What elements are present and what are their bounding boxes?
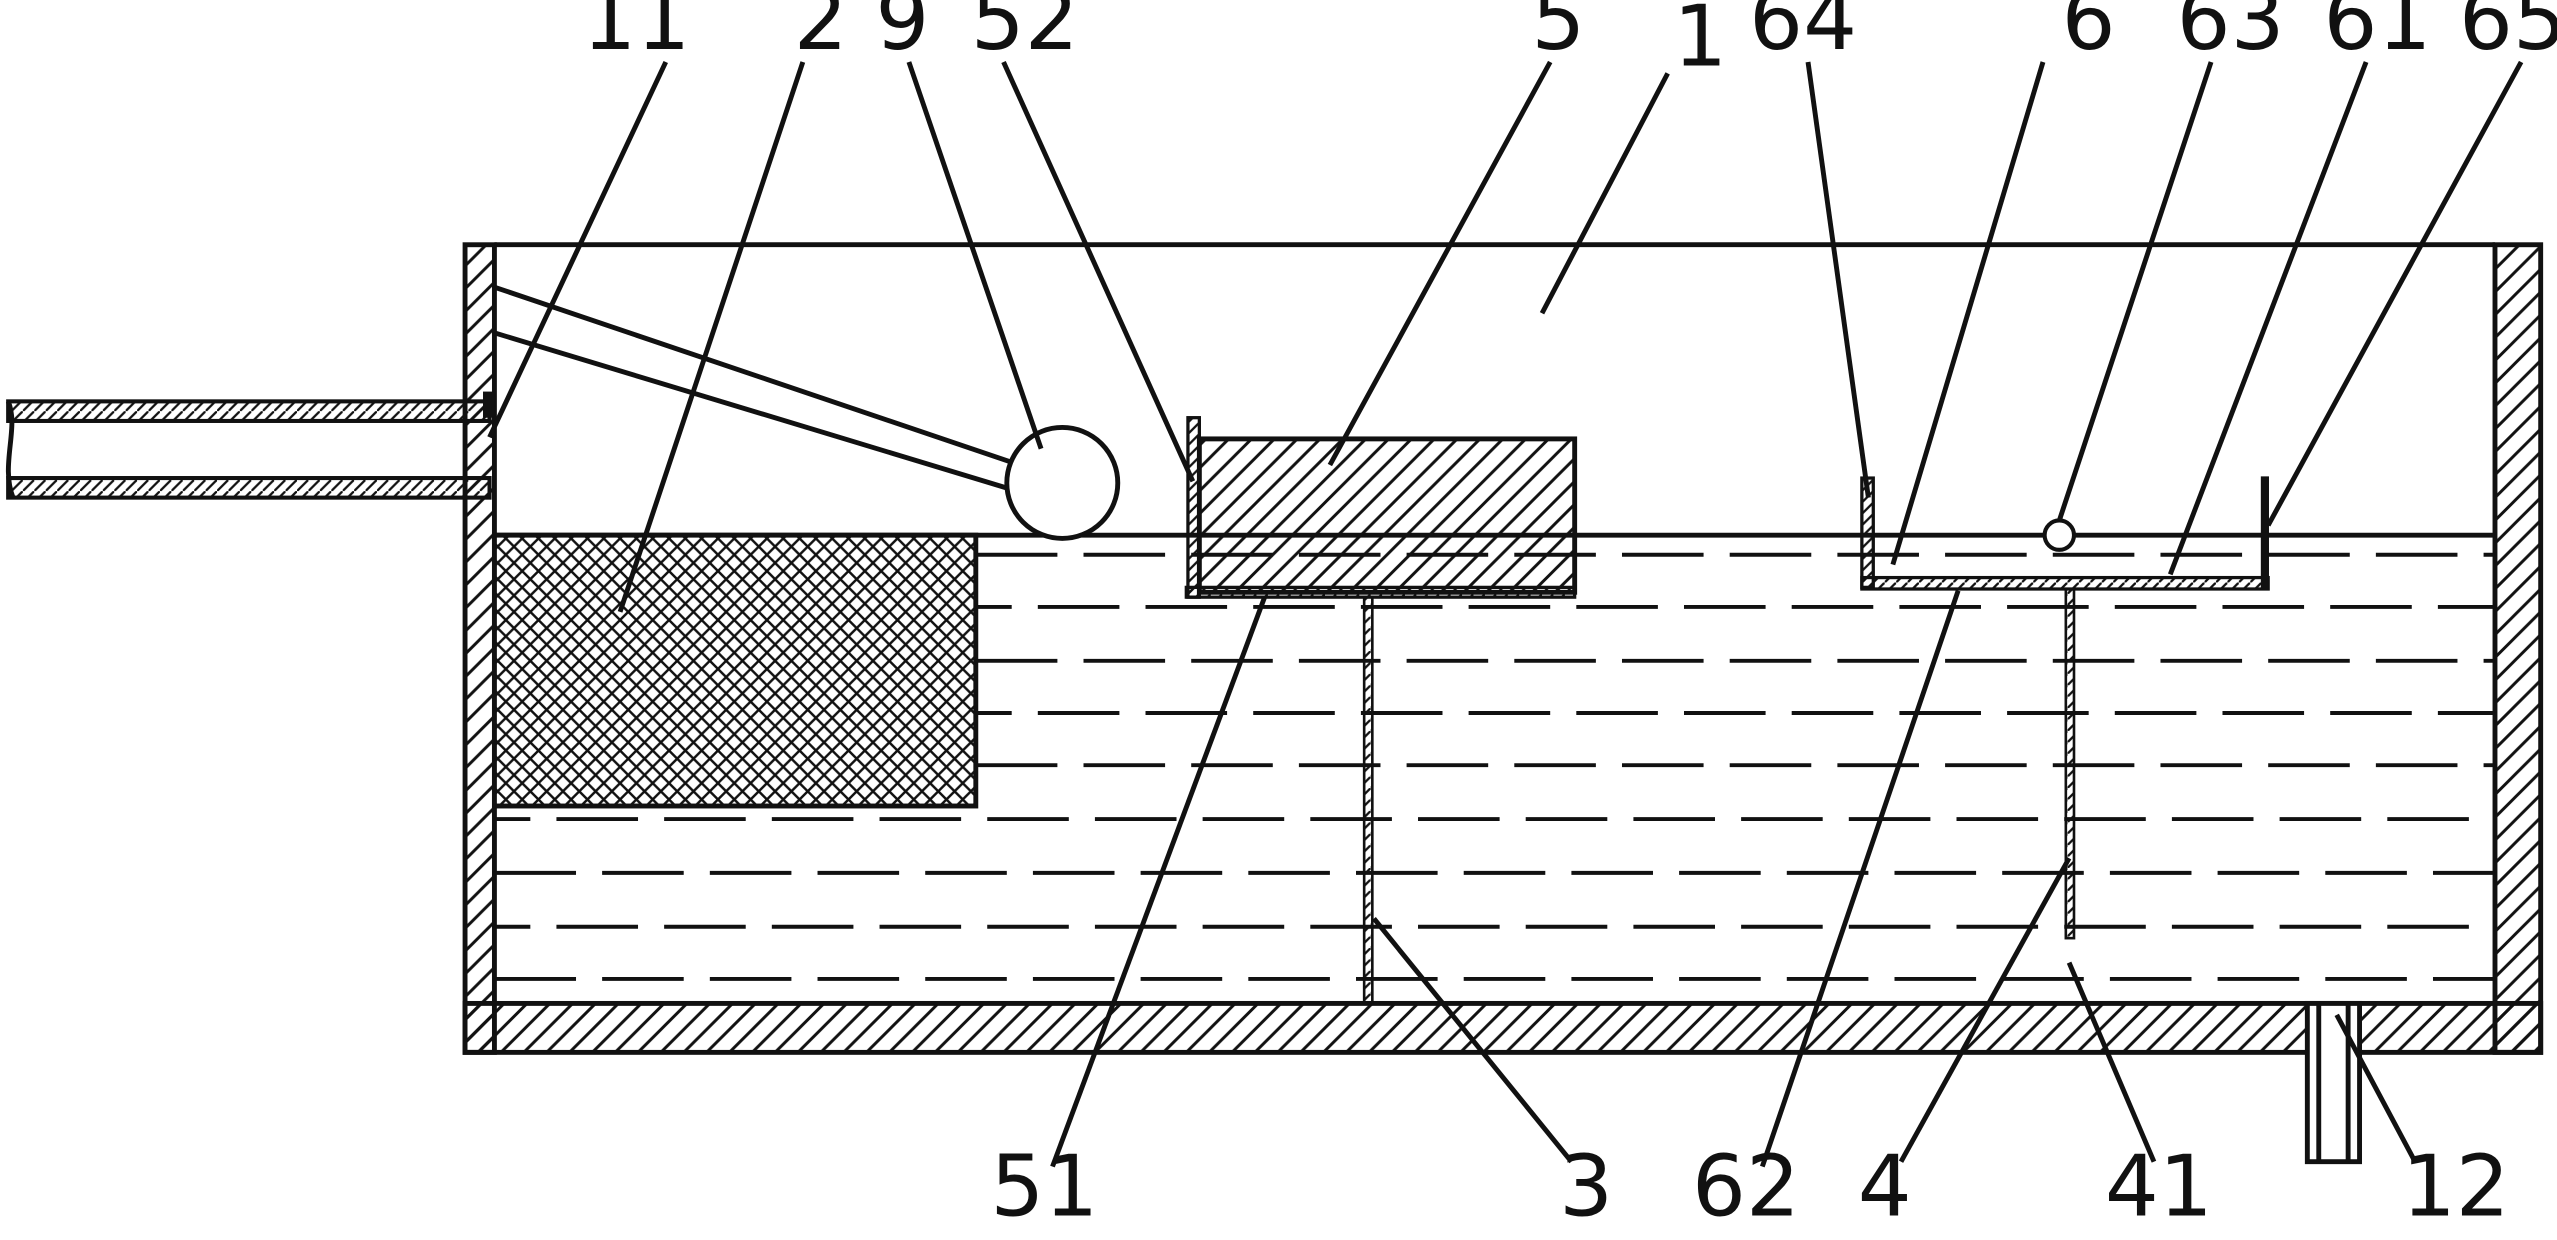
outlet-pipe [2304,1000,2363,1165]
tray-small-ball [2042,518,2077,552]
label-41: 41 [2105,1138,2213,1237]
leader-3 [1372,917,1574,1164]
leader-63 [2056,61,2214,522]
float-block-tray [1184,585,1577,599]
leader-52 [1001,60,1196,483]
label-12: 12 [2402,1138,2510,1237]
tank-right-wall [2492,242,2544,1055]
label-6: 6 [2062,0,2116,70]
leader-41 [2066,961,2157,1163]
leader-lines [487,60,2524,1168]
leader-51 [1050,596,1267,1168]
leader-65 [2266,60,2524,527]
float-arm-lower [493,330,1013,492]
part-labels: 11 2 9 52 5 1 64 6 63 61 65 51 3 62 4 41… [582,0,2557,1237]
leader-6 [1890,61,2046,566]
float-block [1184,416,1578,599]
leader-11 [487,60,668,439]
leader-62 [1760,589,1961,1168]
label-52: 52 [971,0,1079,70]
float-ball [1004,425,1121,541]
label-1: 1 [1673,0,1727,86]
label-2: 2 [794,0,848,70]
label-64: 64 [1749,0,1857,70]
label-62: 62 [1692,1138,1800,1237]
leader-5 [1327,60,1553,467]
label-65: 65 [2459,0,2557,70]
tank-bottom-wall [462,1000,2544,1055]
water-lines [494,552,2495,981]
label-61: 61 [2324,0,2432,70]
baffle [2064,587,2076,940]
label-3: 3 [1559,1138,1613,1237]
inlet-flange [483,391,495,418]
leader-9 [906,61,1044,450]
leader-61 [2167,61,2369,576]
filter-sponge-hatch [491,532,979,809]
label-9: 9 [875,0,929,70]
leader-64 [1805,61,1871,498]
inlet-pipe-lower-wall [6,476,492,500]
leader-1 [1539,72,1670,315]
label-51: 51 [990,1138,1098,1237]
tank [462,242,2544,1055]
label-4: 4 [1858,1138,1912,1237]
outlet-pipe-body [2304,1000,2363,1165]
partition [1362,595,1374,1005]
leader-12 [2334,1013,2418,1163]
float-block-body [1196,436,1578,595]
float-arm-upper [493,284,1021,468]
label-11: 11 [582,0,690,70]
inlet-pipe-upper-wall [6,399,492,423]
tank-left-wall [462,242,497,1055]
float-block-side-plate [1186,416,1201,599]
inlet-pipe-break [5,400,16,499]
float-valve [493,284,1121,541]
label-5: 5 [1531,0,1585,70]
leader-4 [1898,857,2072,1163]
label-63: 63 [2177,0,2285,70]
leader-2 [617,61,806,613]
tray-floor [1860,575,2270,591]
inlet-pipe [5,391,495,500]
